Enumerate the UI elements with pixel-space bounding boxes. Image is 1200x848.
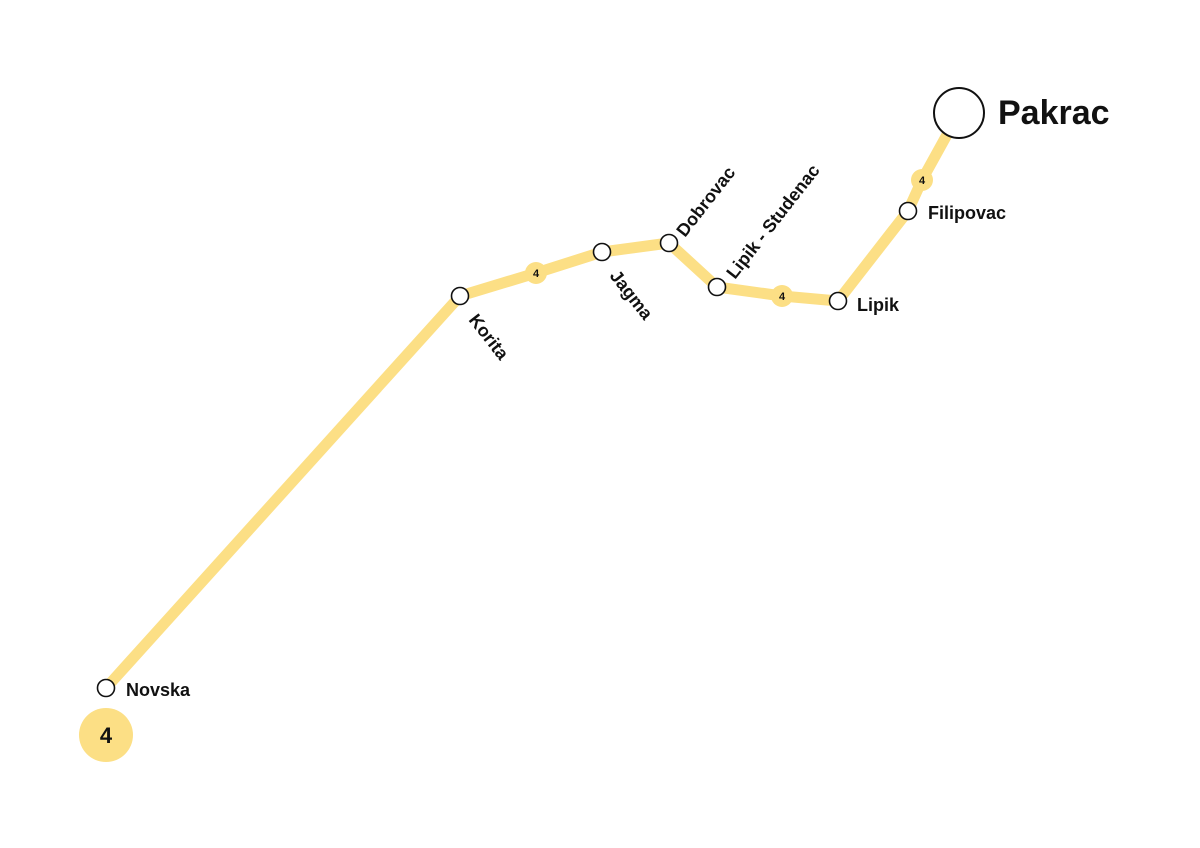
terminal-station-pakrac[interactable]: Pakrac bbox=[933, 87, 1110, 139]
route-line-4 bbox=[100, 107, 965, 694]
station-lipik[interactable]: Lipik bbox=[828, 291, 900, 316]
station-dobrovac[interactable]: Dobrovac bbox=[659, 163, 740, 253]
svg-text:Pakrac: Pakrac bbox=[998, 94, 1110, 132]
station-jagma[interactable]: Jagma bbox=[592, 242, 658, 325]
station-novska[interactable]: Novska bbox=[96, 678, 192, 701]
svg-text:Lipik: Lipik bbox=[857, 295, 900, 315]
svg-text:Novska: Novska bbox=[126, 680, 191, 700]
station-filipovac[interactable]: Filipovac bbox=[898, 201, 1007, 224]
svg-text:Jagma: Jagma bbox=[606, 266, 657, 324]
line-badge-korita-jagma: 4 bbox=[525, 262, 547, 284]
svg-text:Dobrovac: Dobrovac bbox=[672, 163, 739, 241]
line-badge-filipovac-pakrac: 4 bbox=[911, 169, 933, 191]
svg-text:4: 4 bbox=[100, 723, 113, 748]
svg-text:Korita: Korita bbox=[465, 310, 513, 364]
svg-text:Lipik - Studenac: Lipik - Studenac bbox=[722, 161, 823, 283]
line-number-badge: 4 bbox=[79, 708, 133, 762]
svg-text:Filipovac: Filipovac bbox=[928, 203, 1006, 223]
svg-text:4: 4 bbox=[919, 175, 926, 187]
line-badge-studenac-lipik: 4 bbox=[771, 285, 793, 307]
station-korita[interactable]: Korita bbox=[450, 286, 514, 365]
svg-text:4: 4 bbox=[533, 268, 540, 280]
svg-text:4: 4 bbox=[779, 291, 786, 303]
